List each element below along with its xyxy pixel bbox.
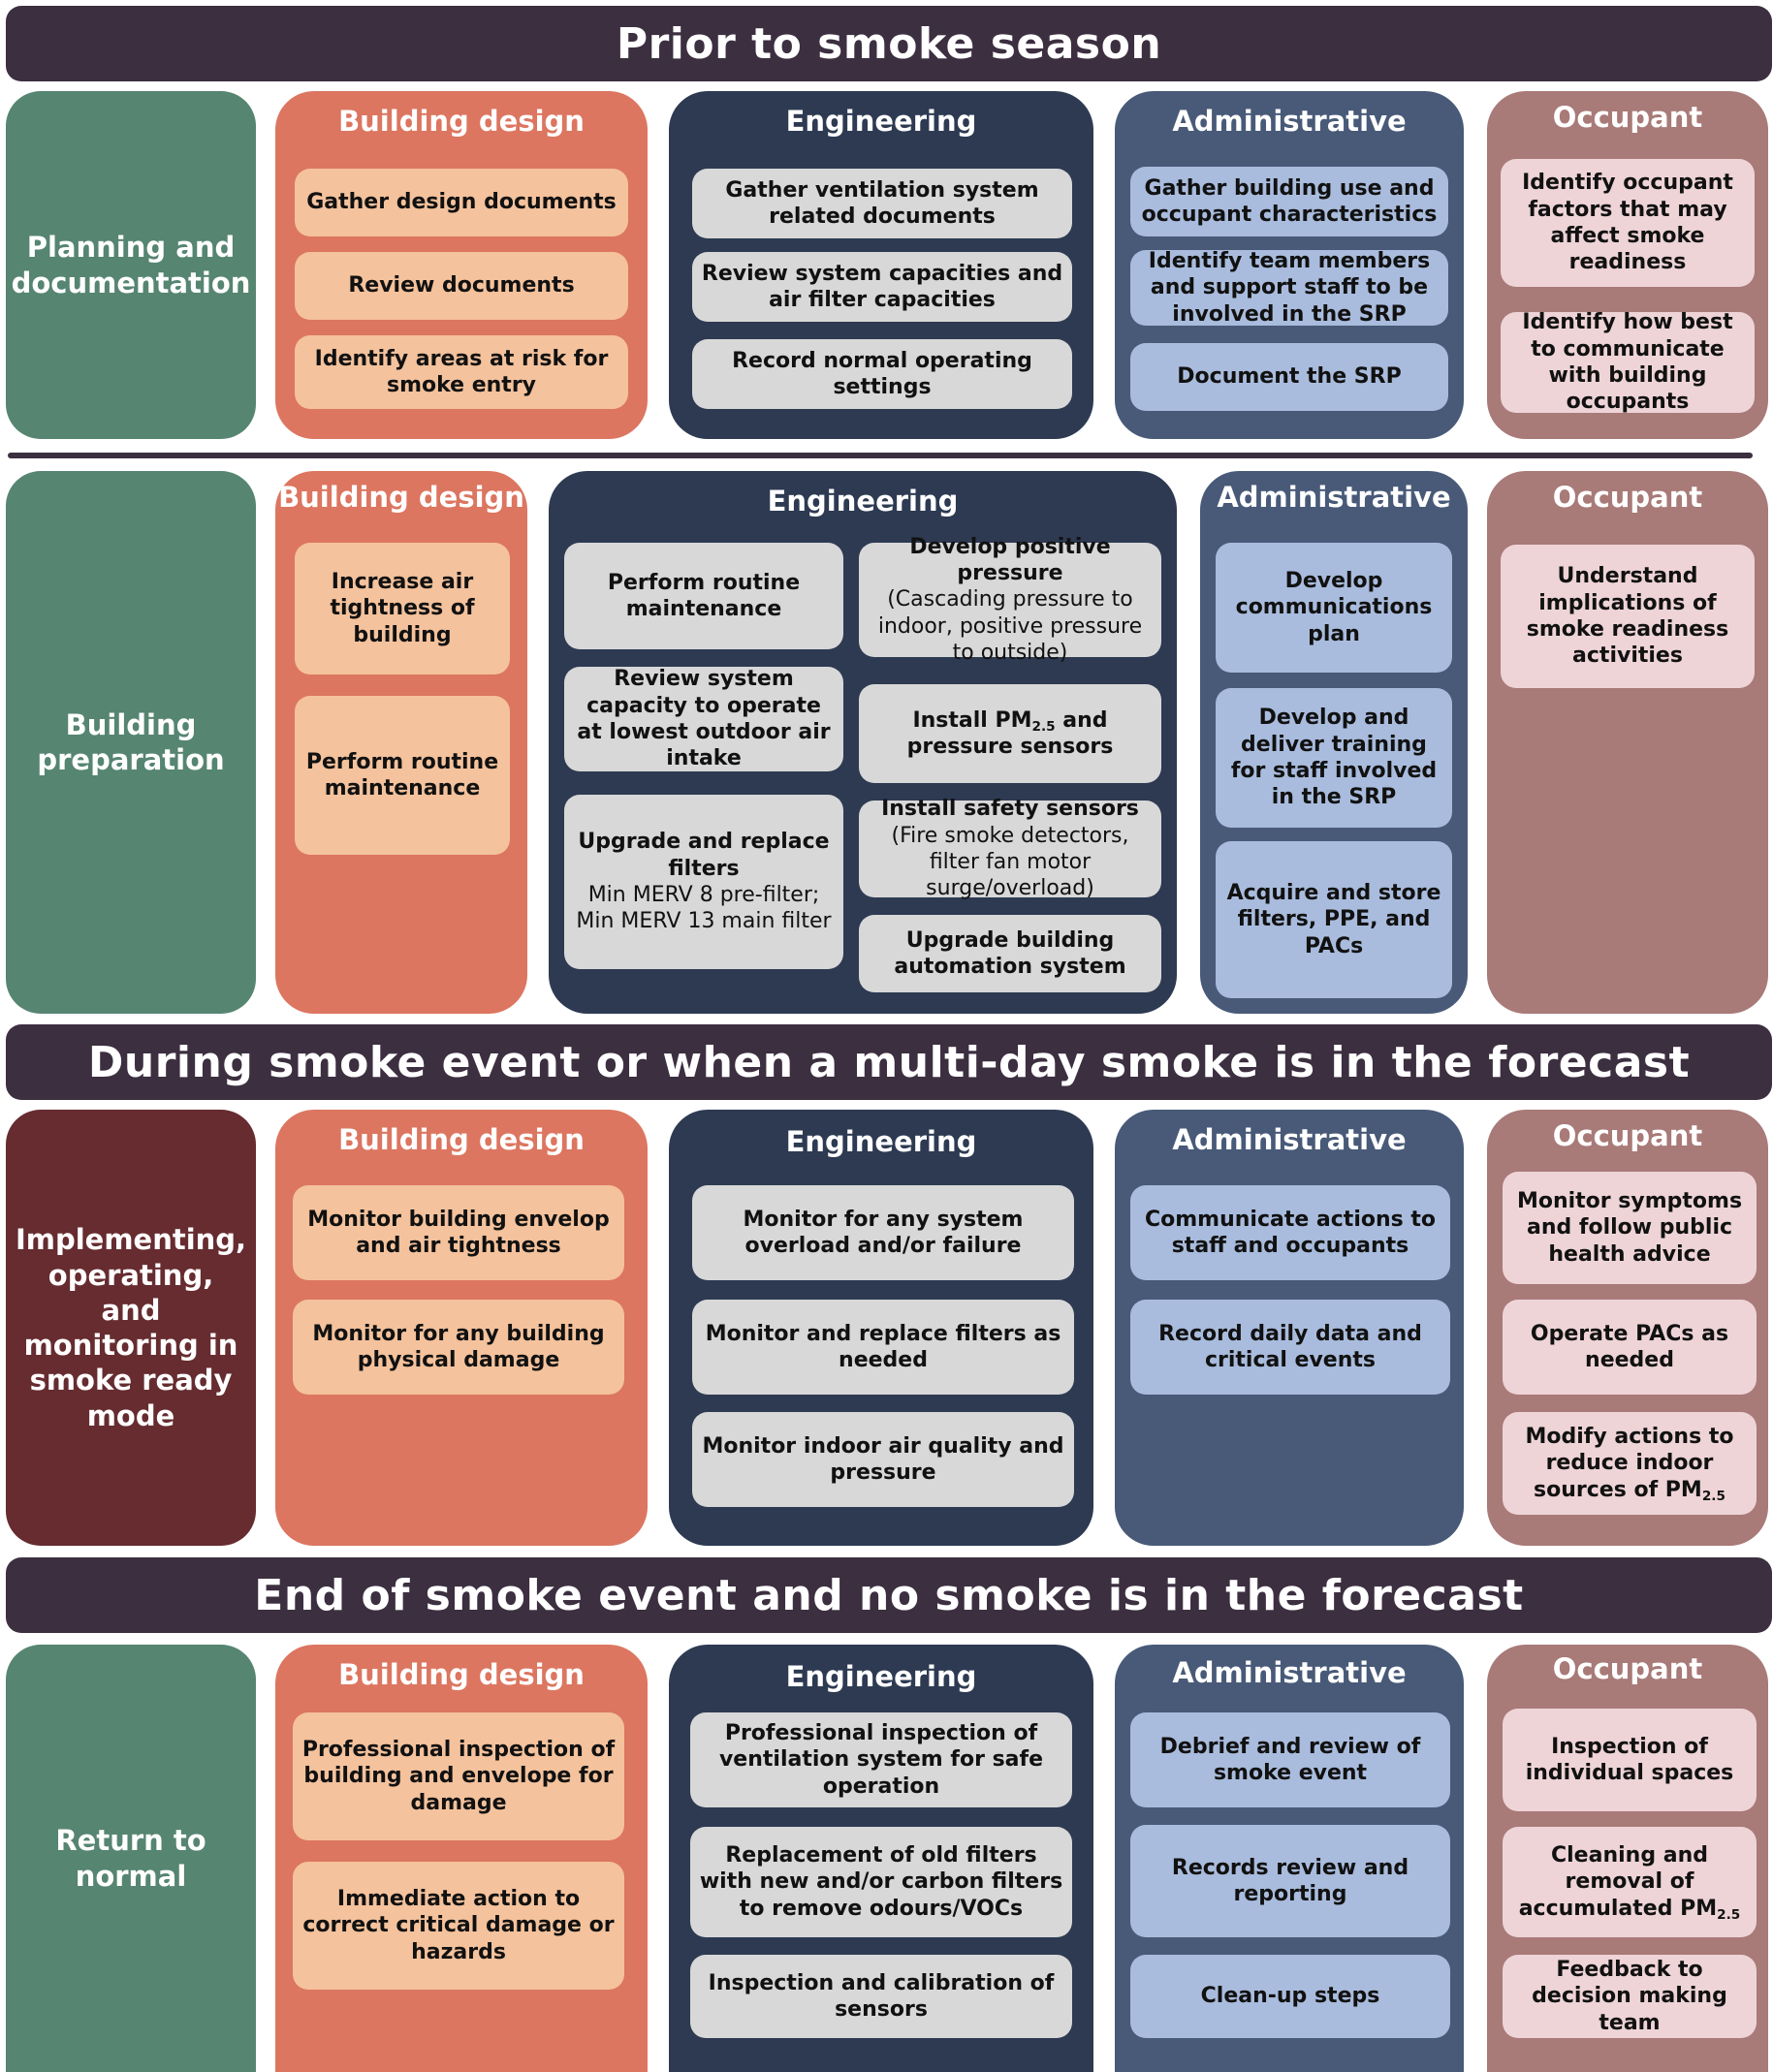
building-design-column-return: Building design Professional inspection … [275, 1645, 648, 2072]
column-title: Occupant [1552, 1119, 1703, 1152]
modify-actions-text: Modify actions to reduce indoor sources … [1525, 1425, 1734, 1502]
action-box: Monitor building envelop and air tightne… [293, 1185, 624, 1280]
stage-return-to-normal: Return to normal [6, 1645, 256, 2072]
cleaning-text: Cleaning and removal of accumulated PM [1518, 1843, 1718, 1921]
administrative-column-return: Administrative Debrief and review of smo… [1115, 1645, 1464, 2072]
stage-building-preparation: Building preparation [6, 471, 256, 1014]
column-title: Administrative [1172, 1656, 1407, 1689]
upgrade-filters-title: Upgrade and replace filters [578, 830, 830, 881]
action-box: Monitor and replace filters as needed [692, 1300, 1074, 1395]
action-box-automation: Upgrade building automation system [859, 915, 1161, 992]
action-box-safety-sensors: Install safety sensors (Fire smoke detec… [859, 797, 1161, 900]
column-title: Administrative [1217, 481, 1451, 514]
action-box: Clean-up steps [1130, 1955, 1450, 2038]
engineering-column-preparation: Engineering Perform routine maintenance … [549, 471, 1177, 1014]
action-box: Modify actions to reduce indoor sources … [1503, 1412, 1757, 1515]
action-box: Identify team members and support staff … [1130, 249, 1448, 327]
column-title: Administrative [1172, 105, 1407, 138]
pm-subscript: 2.5 [1717, 1906, 1741, 1923]
action-box: Monitor indoor air quality and pressure [692, 1412, 1074, 1507]
action-box: Gather ventilation system related docume… [692, 169, 1072, 238]
positive-pressure-detail: (Cascading pressure to indoor, positive … [877, 587, 1143, 665]
building-design-column-implementing: Building design Monitor building envelop… [275, 1110, 648, 1546]
action-box: Record daily data and critical events [1130, 1300, 1450, 1395]
column-title: Administrative [1172, 1123, 1407, 1156]
action-box: Identify areas at risk for smoke entry [295, 335, 628, 409]
engineering-column-planning: Engineering Gather ventilation system re… [669, 91, 1093, 439]
action-box: Feedback to decision making team [1503, 1955, 1757, 2038]
install-pm-text-rest: and pressure sensors [906, 707, 1114, 759]
action-box: Professional inspection of ventilation s… [690, 1712, 1072, 1807]
action-box: Communicate actions to staff and occupan… [1130, 1185, 1450, 1280]
action-box: Monitor symptoms and follow public healt… [1503, 1172, 1757, 1284]
engineering-column-implementing: Engineering Monitor for any system overl… [669, 1110, 1093, 1546]
stage-planning-documentation: Planning and documentation [6, 91, 256, 439]
action-box: Develop and deliver training for staff i… [1216, 688, 1452, 828]
action-box: Identify how best to communicate with bu… [1501, 310, 1755, 414]
column-title: Engineering [785, 1660, 977, 1693]
building-design-column-planning: Building design Gather design documents … [275, 91, 648, 439]
action-box: Gather building use and occupant charact… [1130, 167, 1448, 236]
action-box-routine-maintenance: Perform routine maintenance [564, 543, 843, 649]
row-divider [8, 453, 1753, 458]
upgrade-filters-detail: Min MERV 8 pre-filter; Min MERV 13 main … [576, 883, 832, 934]
column-title: Building design [338, 1123, 585, 1156]
column-title: Engineering [785, 1125, 977, 1158]
install-pm-text: Install PM [912, 707, 1032, 733]
administrative-column-planning: Administrative Gather building use and o… [1115, 91, 1464, 439]
action-box: Review system capacities and air filter … [692, 252, 1072, 322]
occupant-column-preparation: Occupant Understand implications of smok… [1487, 471, 1768, 1014]
building-design-column-preparation: Building design Increase air tightness o… [275, 471, 527, 1014]
action-box: Immediate action to correct critical dam… [293, 1862, 624, 1990]
action-box-positive-pressure: Develop positive pressure (Cascading pre… [859, 535, 1161, 665]
action-box: Acquire and store filters, PPE, and PACs [1216, 841, 1452, 998]
column-title: Engineering [767, 485, 959, 518]
occupant-column-return: Occupant Inspection of individual spaces… [1487, 1645, 1768, 2072]
positive-pressure-title: Develop positive pressure [909, 534, 1111, 586]
administrative-column-preparation: Administrative Develop communications pl… [1200, 471, 1468, 1014]
action-box: Monitor for any building physical damage [293, 1300, 624, 1395]
engineering-column-return: Engineering Professional inspection of v… [669, 1645, 1093, 2072]
action-box: Identify occupant factors that may affec… [1501, 159, 1755, 287]
action-box: Understand implications of smoke readine… [1501, 545, 1755, 688]
column-title: Engineering [785, 105, 977, 138]
action-box: Record normal operating settings [692, 339, 1072, 409]
action-box: Review documents [295, 252, 628, 320]
action-box-install-pm-sensors: Install PM2.5 and pressure sensors [859, 684, 1161, 783]
action-box: Records review and reporting [1130, 1825, 1450, 1937]
action-box: Inspection and calibration of sensors [690, 1955, 1072, 2038]
action-box: Monitor for any system overload and/or f… [692, 1185, 1074, 1280]
administrative-column-implementing: Administrative Communicate actions to st… [1115, 1110, 1464, 1546]
occupant-column-implementing: Occupant Monitor symptoms and follow pub… [1487, 1110, 1768, 1546]
occupant-column-planning: Occupant Identify occupant factors that … [1487, 91, 1768, 439]
action-box-review-capacity: Review system capacity to operate at low… [564, 667, 843, 771]
action-box: Gather design documents [295, 169, 628, 236]
pm-subscript: 2.5 [1701, 1488, 1726, 1504]
action-box: Replacement of old filters with new and/… [690, 1827, 1072, 1937]
column-title: Building design [278, 481, 524, 514]
action-box: Cleaning and removal of accumulated PM2.… [1503, 1827, 1757, 1937]
pm-subscript: 2.5 [1031, 718, 1056, 735]
column-title: Occupant [1552, 101, 1703, 134]
phase-banner-prior: Prior to smoke season [6, 6, 1772, 81]
stage-implementing-operating-monitoring: Implementing, operating, and monitoring … [6, 1110, 256, 1546]
column-title: Building design [338, 1658, 585, 1691]
action-box: Develop communications plan [1216, 543, 1452, 673]
action-box: Increase air tightness of building [295, 543, 510, 675]
action-box: Operate PACs as needed [1503, 1300, 1757, 1395]
action-box: Debrief and review of smoke event [1130, 1712, 1450, 1807]
action-box: Inspection of individual spaces [1503, 1709, 1757, 1811]
column-title: Building design [338, 105, 585, 138]
column-title: Occupant [1552, 481, 1703, 514]
safety-sensors-detail: (Fire smoke detectors, filter fan motor … [891, 823, 1129, 901]
action-box-upgrade-filters: Upgrade and replace filters Min MERV 8 p… [564, 795, 843, 969]
action-box: Professional inspection of building and … [293, 1712, 624, 1840]
safety-sensors-title: Install safety sensors [881, 797, 1139, 822]
action-box: Perform routine maintenance [295, 696, 510, 855]
phase-banner-end: End of smoke event and no smoke is in th… [6, 1557, 1772, 1633]
column-title: Occupant [1552, 1652, 1703, 1685]
action-box: Document the SRP [1130, 343, 1448, 411]
phase-banner-during: During smoke event or when a multi-day s… [6, 1024, 1772, 1100]
